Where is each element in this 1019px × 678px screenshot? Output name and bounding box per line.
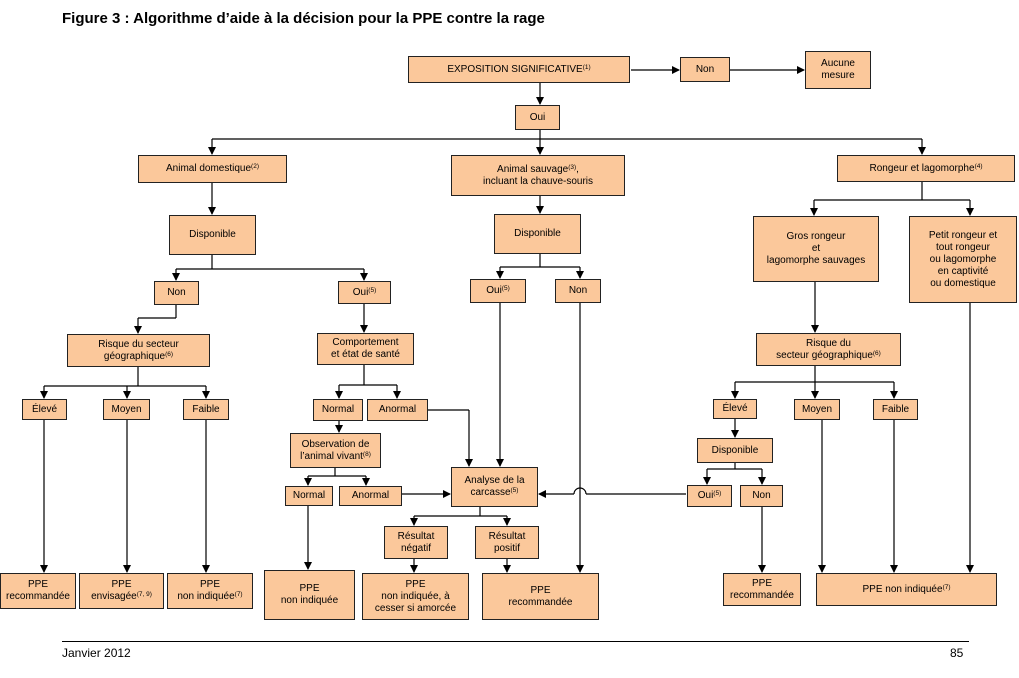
node-ppe-non-indiquee-faible: PPE non indiquée(7) <box>167 573 253 609</box>
node-ppe-recommandee-carcasse: PPE recommandée <box>482 573 599 620</box>
node-animal-domestique: Animal domestique(2) <box>138 155 287 183</box>
node-normal-comportement: Normal <box>313 399 363 421</box>
node-non-exposition: Non <box>680 57 730 82</box>
node-moyen-rongeur: Moyen <box>794 399 840 420</box>
footer-rule <box>62 641 969 642</box>
node-petit-rongeur: Petit rongeur et tout rongeur ou lagomor… <box>909 216 1017 303</box>
node-risque-secteur-domestique: Risque du secteur géographique(6) <box>67 334 210 367</box>
node-oui-exposition: Oui <box>515 105 560 130</box>
node-non-sauvage: Non <box>555 279 601 303</box>
node-gros-rongeur: Gros rongeur et lagomorphe sauvages <box>753 216 879 282</box>
node-anormal-comportement: Anormal <box>367 399 428 421</box>
node-non-domestique: Non <box>154 281 199 305</box>
node-aucune-mesure: Aucune mesure <box>805 51 871 89</box>
node-oui-domestique: Oui(5) <box>338 281 391 304</box>
node-moyen-domestique: Moyen <box>103 399 150 420</box>
node-oui-rongeur: Oui(5) <box>687 485 732 507</box>
node-animal-sauvage: Animal sauvage(3), incluant la chauve-so… <box>451 155 625 196</box>
node-ppe-non-indiquee-rongeur: PPE non indiquée(7) <box>816 573 997 606</box>
node-ppe-non-indiquee-cesser: PPE non indiquée, à cesser si amorcée <box>362 573 469 620</box>
node-anormal-observation: Anormal <box>339 486 402 506</box>
node-resultat-negatif: Résultat négatif <box>384 526 448 559</box>
node-ppe-recommandee-rongeur: PPE recommandée <box>723 573 801 606</box>
node-faible-domestique: Faible <box>183 399 229 420</box>
node-eleve-domestique: Élevé <box>22 399 67 420</box>
node-disponible-domestique: Disponible <box>169 215 256 255</box>
node-eleve-rongeur: Élevé <box>713 399 757 419</box>
node-normal-observation: Normal <box>285 486 333 506</box>
node-faible-rongeur: Faible <box>873 399 918 420</box>
node-ppe-non-indiquee-normal: PPE non indiquée <box>264 570 355 620</box>
node-disponible-sauvage: Disponible <box>494 214 581 254</box>
footer-date: Janvier 2012 <box>62 646 131 660</box>
figure-title: Figure 3 : Algorithme d’aide à la décisi… <box>62 10 545 27</box>
footer-page-number: 85 <box>950 646 964 660</box>
node-risque-secteur-rongeur: Risque du secteur géographique(6) <box>756 333 901 366</box>
node-resultat-positif: Résultat positif <box>475 526 539 559</box>
node-non-rongeur: Non <box>740 485 783 507</box>
node-ppe-envisagee: PPE envisagée(7, 9) <box>79 573 164 609</box>
node-ppe-recommandee-eleve: PPE recommandée <box>0 573 76 609</box>
node-comportement-etat-sante: Comportement et état de santé <box>317 333 414 365</box>
node-disponible-rongeur: Disponible <box>697 438 773 463</box>
node-analyse-carcasse: Analyse de la carcasse(5) <box>451 467 538 507</box>
node-observation-animal-vivant: Observation de l’animal vivant(8) <box>290 433 381 468</box>
node-oui-sauvage: Oui(5) <box>470 279 526 303</box>
node-rongeur-lagomorphe: Rongeur et lagomorphe(4) <box>837 155 1015 182</box>
node-exposition-significative: EXPOSITION SIGNIFICATIVE(1) <box>408 56 630 83</box>
